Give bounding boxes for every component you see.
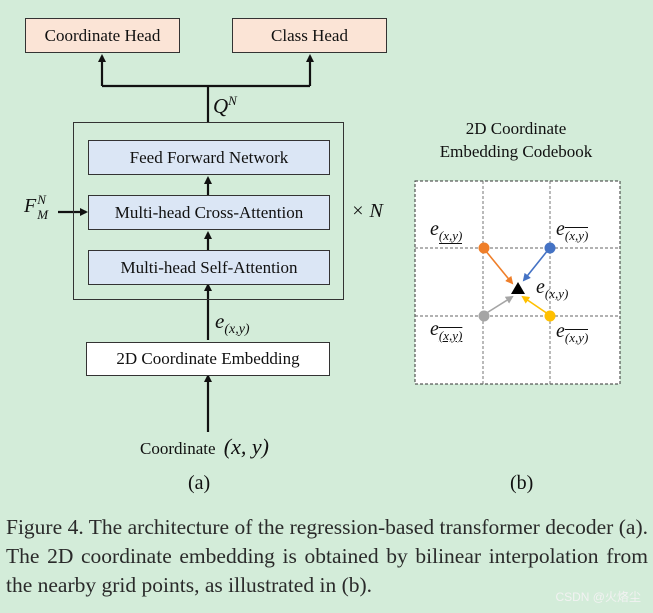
q-label: QN xyxy=(213,93,237,118)
arrow-bottom-right xyxy=(521,295,549,315)
e-top-left-label: e(x,y) xyxy=(430,218,463,244)
codebook-frame xyxy=(414,180,621,385)
class-head-label: Class Head xyxy=(271,25,348,45)
coordinate-head-label: Coordinate Head xyxy=(44,25,161,45)
panel-a-label: (a) xyxy=(188,472,211,494)
panel-b-label: (b) xyxy=(510,472,534,494)
cross-attention-box: Multi-head Cross-Attention xyxy=(88,195,330,230)
arrow-bottom-left xyxy=(484,295,514,315)
e-bottom-left-label: e(x,y) xyxy=(430,318,463,343)
e-xy-label: e(x,y) xyxy=(215,309,250,338)
e-bottom-right-label: e(x,y) xyxy=(556,320,589,345)
query-point-triangle xyxy=(511,282,525,294)
coordinate-head-box: Coordinate Head xyxy=(25,18,180,53)
embedding-label: 2D Coordinate Embedding xyxy=(116,349,300,368)
figure-caption: Figure 4. The architecture of the regres… xyxy=(6,515,648,597)
ffn-box: Feed Forward Network xyxy=(88,140,330,175)
self-attention-box: Multi-head Self-Attention xyxy=(88,250,330,285)
codebook-title: 2D Coordinate Embedding Codebook xyxy=(439,119,593,161)
grid-point-bottom-right xyxy=(544,310,556,322)
cross-attention-label: Multi-head Cross-Attention xyxy=(114,202,304,222)
f-label: F N M xyxy=(24,192,49,222)
watermark: CSDN @火烙尘 xyxy=(555,590,641,604)
e-center-label: e(x,y) xyxy=(536,276,569,301)
self-attention-label: Multi-head Self-Attention xyxy=(120,257,298,277)
ffn-label: Feed Forward Network xyxy=(129,147,289,167)
times-n-label: × N xyxy=(351,200,383,222)
class-head-box: Class Head xyxy=(232,18,387,53)
coordinate-input-label: Coordinate (x, y) xyxy=(140,434,269,459)
arrow-top-right xyxy=(522,249,549,282)
e-top-right-label: e(x,y) xyxy=(556,218,589,243)
grid-point-top-left xyxy=(478,242,490,254)
decoder-layer-container xyxy=(73,122,344,300)
embedding-box: 2D Coordinate Embedding xyxy=(86,342,330,376)
grid-point-top-right xyxy=(544,242,556,254)
arrow-top-left xyxy=(484,249,514,285)
grid-point-bottom-left xyxy=(478,310,490,322)
